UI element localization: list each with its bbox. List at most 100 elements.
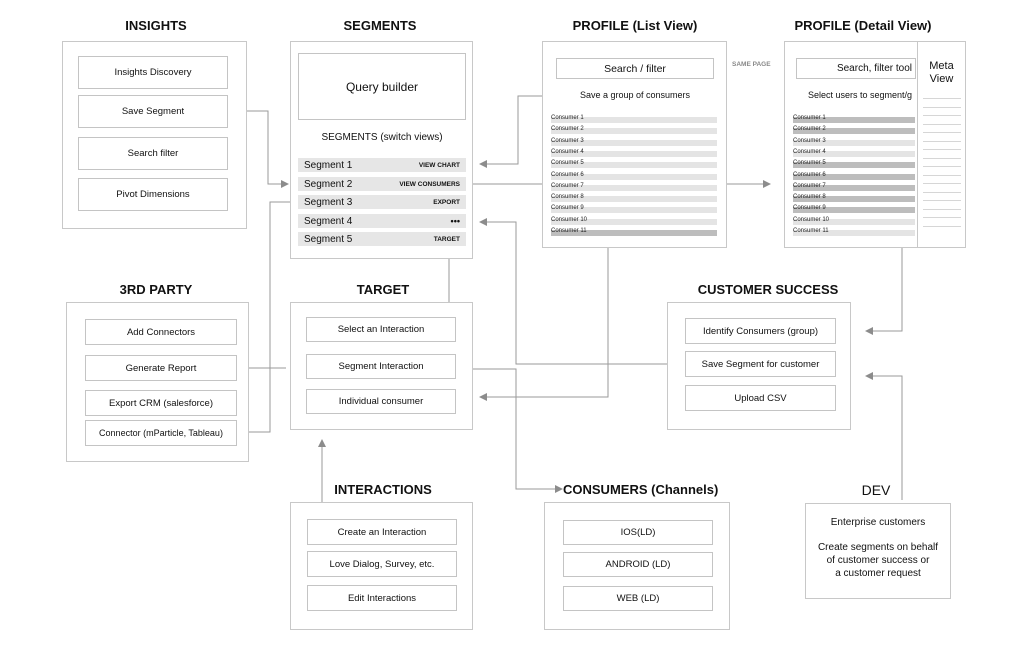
query-builder-button[interactable]: Query builder — [298, 53, 466, 120]
profile-detail-consumer-row[interactable]: Consumer 6 — [793, 171, 915, 180]
insights-title: INSIGHTS — [125, 18, 187, 33]
profile-list-consumer-row[interactable]: Consumer 2 — [551, 126, 717, 135]
consumer-name: Consumer 3 — [551, 137, 584, 144]
profile-detail-consumer-row[interactable]: Consumer 1 — [793, 115, 915, 123]
segments-switch-views-label: SEGMENTS (switch views) — [321, 132, 443, 143]
consumer-name: Consumer 7 — [551, 182, 584, 189]
profile-list-consumer-row[interactable]: Consumer 9 — [551, 205, 717, 214]
dev-line-1: Enterprise customers — [830, 517, 926, 528]
segment-interaction-button[interactable]: Segment Interaction — [306, 354, 456, 379]
profile-detail-consumer-row[interactable]: Consumer 4 — [793, 149, 915, 157]
interactions-title: INTERACTIONS — [334, 482, 432, 497]
arrow-segment3-to-connector — [241, 201, 290, 436]
profile-list-consumer-row[interactable]: Consumer 5 — [551, 160, 717, 169]
love-dialog-survey-button[interactable]: Love Dialog, Survey, etc. — [307, 551, 457, 577]
meta-line — [923, 115, 961, 116]
view-chart-action[interactable]: VIEW CHART — [418, 161, 460, 169]
profile-list-search-input[interactable]: Search / filter — [556, 58, 714, 79]
export-crm-button[interactable]: Export CRM (salesforce) — [85, 390, 237, 416]
profile-list-consumer-row[interactable]: Consumer 10 — [551, 216, 717, 225]
consumer-name: Consumer 8 — [793, 194, 826, 201]
individual-consumer-button[interactable]: Individual consumer — [306, 389, 456, 414]
consumer-name: Consumer 3 — [793, 137, 826, 144]
profile-detail-consumer-row[interactable]: Consumer 7 — [793, 183, 915, 191]
meta-line — [923, 123, 961, 125]
profile-detail-consumer-row[interactable]: Consumer 9 — [793, 205, 915, 214]
arrow-save-for-customer-to-segment4 — [479, 218, 686, 365]
meta-line — [923, 140, 961, 142]
insights-discovery-button[interactable]: Insights Discovery — [78, 56, 228, 89]
create-interaction-button[interactable]: Create an Interaction — [307, 519, 457, 545]
segment-row-2[interactable]: Segment 2 VIEW CONSUMERS — [298, 177, 466, 191]
save-segment-button[interactable]: Save Segment — [78, 95, 228, 128]
meta-line — [923, 174, 961, 176]
segment-row-1[interactable]: Segment 1 VIEW CHART — [298, 158, 466, 172]
profile-list-consumer-row[interactable]: Consumer 4 — [551, 148, 717, 157]
meta-line — [923, 208, 961, 210]
connector-button[interactable]: Connector (mParticle, Tableau) — [85, 420, 237, 446]
search-filter-button[interactable]: Search filter — [78, 137, 228, 170]
export-action[interactable]: EXPORT — [433, 198, 460, 206]
edit-interactions-button[interactable]: Edit Interactions — [307, 585, 457, 611]
profile-detail-consumer-row[interactable]: Consumer 2 — [793, 126, 915, 135]
ios-channel-button[interactable]: IOS(LD) — [563, 520, 713, 545]
profile-detail-consumer-row[interactable]: Consumer 10 — [793, 216, 915, 225]
meta-line — [923, 191, 961, 193]
profile-list-consumer-row[interactable]: Consumer 11 — [551, 228, 717, 236]
view-consumers-action[interactable]: VIEW CONSUMERS — [399, 180, 460, 188]
consumer-name: Consumer 6 — [793, 171, 826, 178]
meta-line — [923, 106, 961, 108]
target-action[interactable]: TARGET — [433, 235, 460, 243]
dev-title: DEV — [861, 482, 891, 498]
more-actions-icon[interactable]: ••• — [450, 216, 460, 226]
profile-detail-consumer-row[interactable]: Consumer 3 — [793, 137, 915, 146]
meta-line — [923, 183, 961, 184]
upload-csv-button[interactable]: Upload CSV — [685, 385, 836, 411]
select-interaction-button[interactable]: Select an Interaction — [306, 317, 456, 342]
meta-line — [923, 157, 961, 159]
consumer-name: Consumer 10 — [551, 216, 588, 223]
consumer-name: Consumer 11 — [793, 228, 829, 234]
profile-list-consumer-row[interactable]: Consumer 7 — [551, 182, 717, 191]
consumer-name: Consumer 1 — [793, 115, 826, 121]
pivot-dimensions-button[interactable]: Pivot Dimensions — [78, 178, 228, 211]
consumer-name: Consumer 10 — [793, 216, 830, 223]
consumer-name: Consumer 2 — [551, 126, 584, 133]
segment-name: Segment 2 — [304, 178, 353, 190]
segment-name: Segment 3 — [304, 196, 353, 208]
profile-list-consumer-row[interactable]: Consumer 6 — [551, 172, 717, 180]
generate-report-button[interactable]: Generate Report — [85, 355, 237, 381]
same-page-label: SAME PAGE — [732, 61, 771, 68]
add-connectors-button[interactable]: Add Connectors — [85, 319, 237, 345]
meta-line — [923, 225, 961, 227]
profile-detail-consumer-row[interactable]: Consumer 11 — [793, 228, 915, 236]
arrow-segment-interaction-to-channels — [446, 368, 563, 493]
segment-row-5[interactable]: Segment 5 TARGET — [298, 232, 466, 246]
segment-row-3[interactable]: Segment 3 EXPORT — [298, 195, 466, 209]
profile-detail-consumer-row[interactable]: Consumer 8 — [793, 194, 915, 203]
profile-detail-search-input[interactable]: Search, filter tool — [796, 58, 916, 79]
dev-line-2: Create segments on behalf — [817, 542, 939, 553]
profile-detail-subtitle: Select users to segment/g — [808, 90, 913, 100]
identify-consumers-button[interactable]: Identify Consumers (group) — [685, 318, 836, 344]
profile-list-consumer-row[interactable]: Consumer 1 — [551, 115, 717, 123]
meta-view-label: Meta View — [929, 60, 954, 85]
save-segment-for-customer-button[interactable]: Save Segment for customer — [685, 351, 836, 377]
profile-detail-consumer-row[interactable]: Consumer 5 — [793, 160, 915, 169]
meta-line — [923, 200, 961, 201]
meta-view-panel — [917, 41, 966, 248]
meta-line — [923, 98, 961, 99]
consumer-name: Consumer 2 — [793, 126, 826, 133]
profile-list-title: PROFILE (List View) — [572, 18, 698, 33]
consumer-name: Consumer 4 — [551, 148, 584, 155]
profile-list-consumer-row[interactable]: Consumer 8 — [551, 194, 717, 203]
meta-line — [923, 149, 961, 150]
android-channel-button[interactable]: ANDROID (LD) — [563, 552, 713, 577]
segment-row-4[interactable]: Segment 4 ••• — [298, 214, 466, 228]
arrow-dev-to-customer-success — [865, 372, 903, 500]
profile-list-consumer-row[interactable]: Consumer 3 — [551, 137, 717, 146]
arrow-profile-to-segment1 — [479, 95, 556, 168]
web-channel-button[interactable]: WEB (LD) — [563, 586, 713, 611]
segments-title: SEGMENTS — [343, 18, 417, 33]
consumer-name: Consumer 9 — [793, 205, 826, 212]
